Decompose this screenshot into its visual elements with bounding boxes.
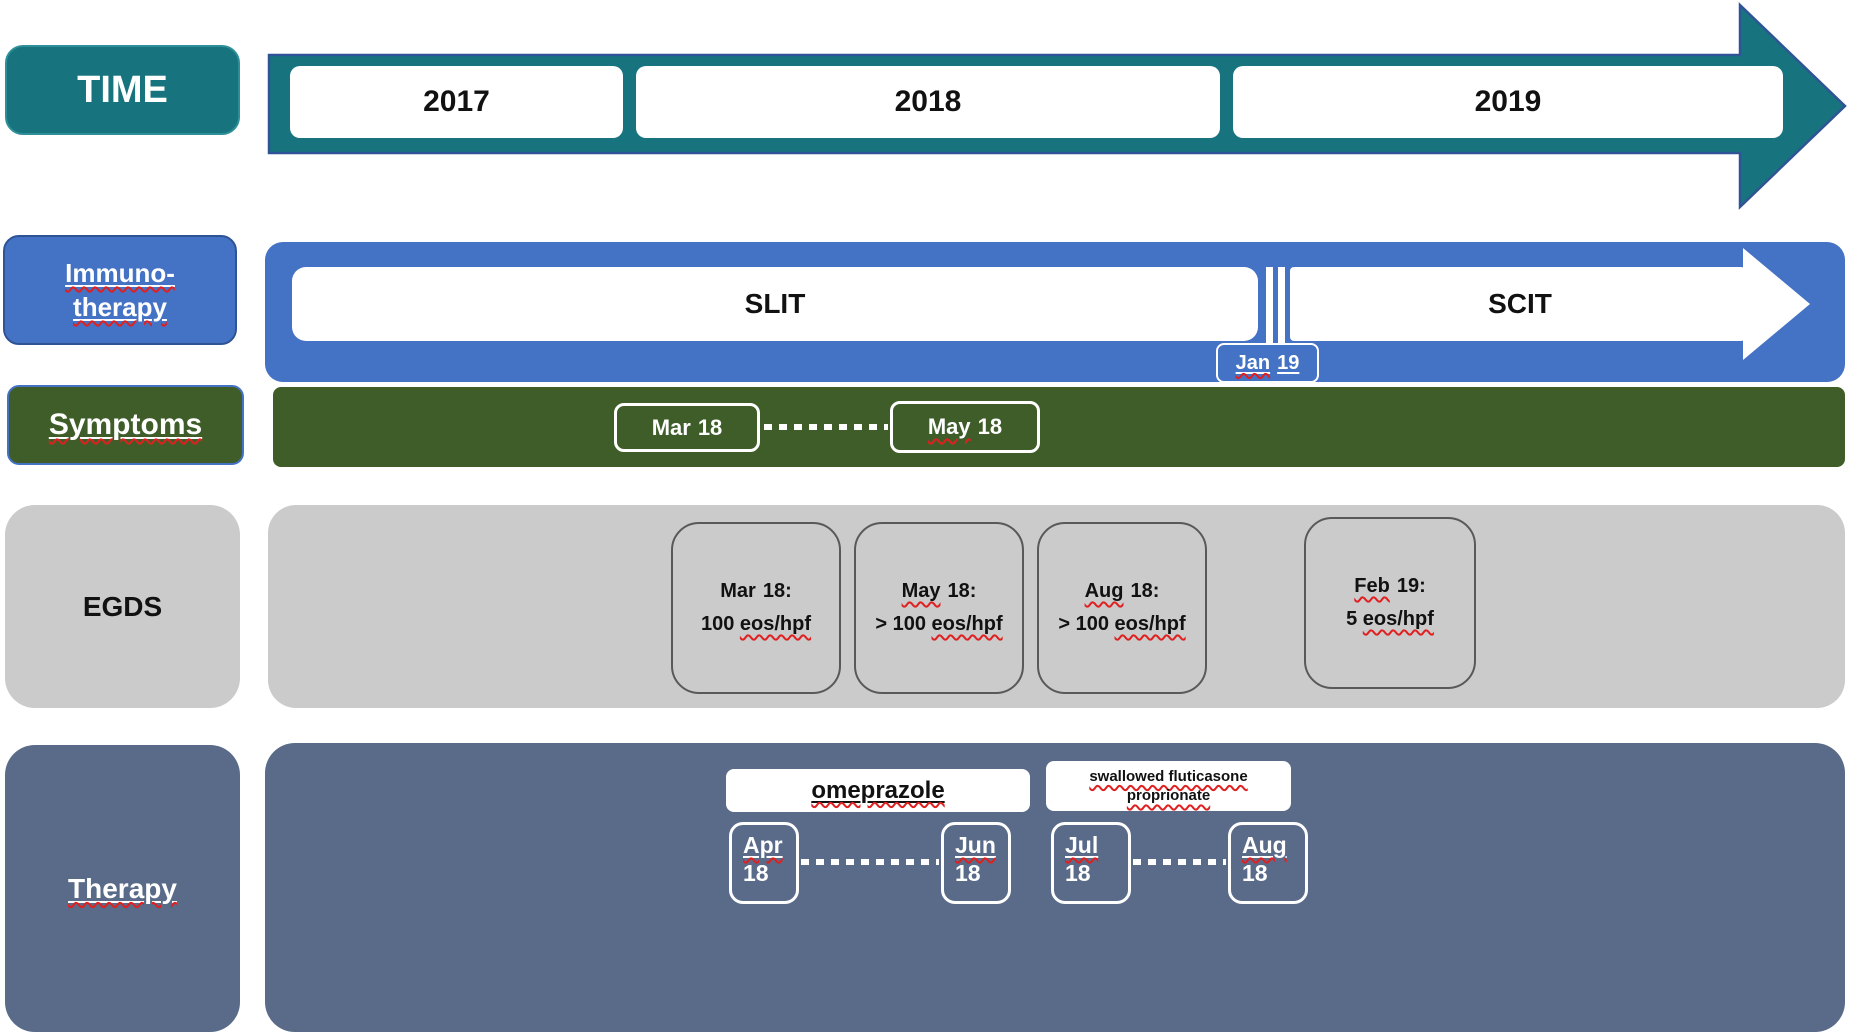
slit-text: SLIT (744, 288, 806, 319)
egds-label-text: EGDS (82, 590, 163, 622)
year-2018-text: 2018 (894, 85, 962, 118)
date-year: 18 (743, 860, 769, 887)
switch-stripe-1 (1266, 267, 1273, 343)
medication-box-fluticasone: swallowed fluticasone proprionate (1046, 761, 1291, 811)
therapy-row-label: Therapy (5, 745, 240, 1032)
medication-name-text: omeprazole (811, 776, 945, 804)
time-row-label: TIME (5, 45, 240, 135)
year-box-2018: 2018 (636, 66, 1220, 138)
medication-name-line1: swallowed fluticasone (1089, 767, 1248, 785)
egds-finding-result: > 100 eos/hpf (1058, 613, 1186, 635)
date-month: Aug (1242, 832, 1287, 858)
therapy-end-box-jun18: Jun 18 (941, 822, 1011, 904)
egds-finding-result: 100 eos/hpf (700, 613, 812, 635)
medication-box-omeprazole: omeprazole (726, 769, 1030, 812)
switch-stripe-2 (1278, 267, 1285, 343)
date-month: Jul (1065, 832, 1099, 858)
fluticasone-duration-dotted-line (1133, 859, 1226, 865)
immunotherapy-white-arrow (292, 248, 1810, 360)
immunotherapy-label-line1: Immuno- (65, 258, 175, 288)
slit-segment-label: SLIT (292, 267, 1258, 341)
egds-finding-result: 5 eos/hpf (1346, 608, 1434, 630)
therapy-start-box-apr18: Apr 18 (729, 822, 799, 904)
egds-row-label: EGDS (5, 505, 240, 708)
year-box-2017: 2017 (290, 66, 623, 138)
immunotherapy-row-label: Immuno- therapy (3, 235, 237, 345)
year-2017-text: 2017 (423, 85, 490, 118)
scit-text: SCIT (1488, 288, 1552, 319)
date-year: 18 (1242, 860, 1268, 887)
therapy-label-text: Therapy (68, 872, 177, 904)
year-box-2019: 2019 (1233, 66, 1783, 138)
date-month: Jun (955, 832, 996, 858)
scit-arrow-segment (1290, 267, 1745, 341)
symptoms-row-label: Symptoms (7, 385, 244, 465)
immunotherapy-label-line2: therapy (73, 292, 167, 322)
date-month: Apr (743, 832, 783, 858)
therapy-start-box-jul18: Jul 18 (1051, 822, 1131, 904)
omeprazole-duration-dotted-line (801, 859, 939, 865)
slit-arrow-segment (292, 267, 1258, 341)
year-2019-text: 2019 (1474, 85, 1542, 118)
symptoms-duration-dotted-line (764, 424, 888, 430)
date-year: 18 (1065, 860, 1091, 887)
time-row-label-text: TIME (77, 68, 168, 111)
symptoms-label-text: Symptoms (48, 408, 203, 441)
symptoms-band (273, 387, 1845, 467)
date-year: 18 (955, 860, 981, 887)
therapy-end-box-aug18: Aug 18 (1228, 822, 1308, 904)
scit-segment-label: SCIT (1290, 267, 1750, 341)
medication-name-line2: proprionate (1126, 787, 1211, 804)
scit-arrowhead (1743, 248, 1810, 360)
egds-finding-result: > 100 eos/hpf (875, 613, 1003, 635)
